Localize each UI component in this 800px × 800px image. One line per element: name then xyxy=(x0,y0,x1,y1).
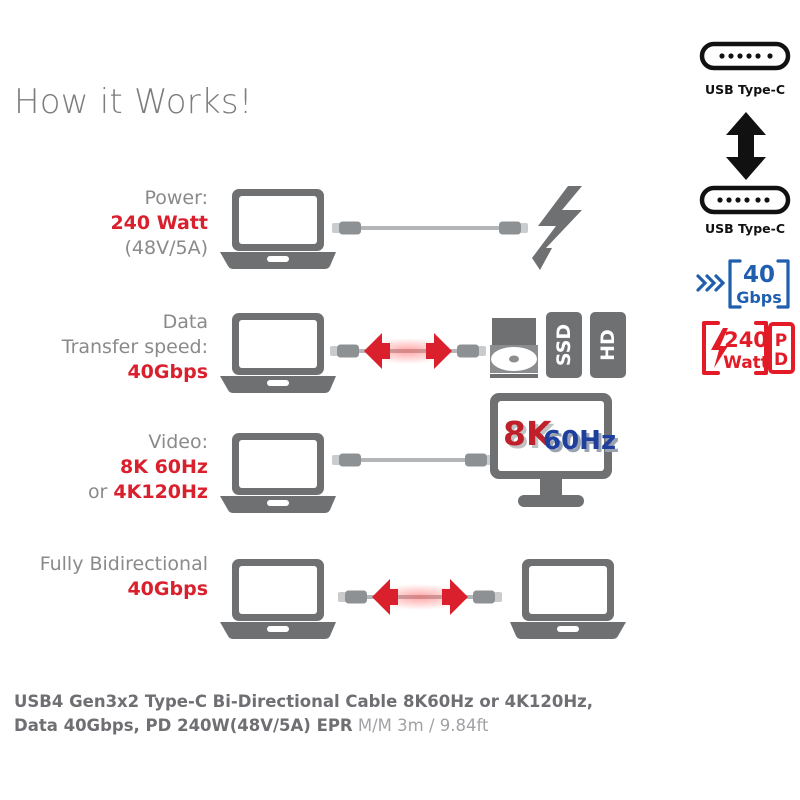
power-badge-standard-d: D xyxy=(774,350,788,370)
monitor-refresh-label: 60Hz xyxy=(543,426,616,456)
laptop-icon xyxy=(218,188,338,270)
lightning-bolt-icon xyxy=(711,328,728,368)
caption-line-1: USB4 Gen3x2 Type-C Bi-Directional Cable … xyxy=(14,690,593,714)
page-title: How it Works! xyxy=(14,82,253,122)
laptop-icon xyxy=(218,312,338,394)
ssd-drive-label: SSD xyxy=(553,324,575,366)
usb-c-cable xyxy=(330,448,496,472)
speed-chevrons-icon xyxy=(696,274,726,292)
arrow-left-icon xyxy=(364,333,390,369)
laptop-icon xyxy=(508,558,628,640)
monitor-resolution-label: 8K xyxy=(503,414,553,453)
row-label-video: Video: 8K 60Hz or 4K120Hz xyxy=(0,430,208,505)
row-label-bidirectional: Fully Bidirectional 40Gbps xyxy=(0,552,208,602)
usb-c-connector-right xyxy=(499,221,528,235)
video-or-prefix: or xyxy=(87,481,114,504)
bidirectional-value: 40Gbps xyxy=(127,578,208,601)
usb-c-connector-left xyxy=(332,453,361,467)
video-value-secondary: or 4K120Hz xyxy=(0,480,208,505)
speed-badge-unit: Gbps xyxy=(736,288,782,307)
caption-line-1-text: USB4 Gen3x2 Type-C Bi-Directional Cable … xyxy=(14,692,594,711)
power-badge: 240 Watt P D xyxy=(698,320,796,376)
usb-c-connector-right xyxy=(473,590,502,604)
data-label-1: Data xyxy=(162,311,208,333)
power-badge-standard-p: P xyxy=(775,331,787,351)
power-badge-value: 240 xyxy=(724,328,768,352)
speed-badge-bracket xyxy=(728,259,790,309)
arrow-right-icon xyxy=(426,333,452,369)
lightning-bolt-icon xyxy=(528,186,588,270)
caption-line-2: Data 40Gbps, PD 240W(48V/5A) EPR M/M 3m … xyxy=(14,714,593,738)
power-badge-unit: Watt xyxy=(723,353,769,373)
speed-badge: 40 Gbps xyxy=(696,258,796,310)
laptop-icon xyxy=(218,432,338,514)
hard-drive-icon: HD xyxy=(590,312,626,378)
usb-c-cable-bidirectional xyxy=(330,328,486,374)
usb-c-label-bottom: USB Type-C xyxy=(704,221,785,236)
caption-line-2-bold: Data 40Gbps, PD 240W(48V/5A) EPR xyxy=(14,716,353,736)
hard-drive-label: HD xyxy=(597,329,619,361)
video-value-primary: 8K 60Hz xyxy=(120,456,208,479)
row-label-power: Power: 240 Watt (48V/5A) xyxy=(0,186,208,261)
usb-c-label-top: USB Type-C xyxy=(704,82,785,97)
laptop-icon xyxy=(218,558,338,640)
ssd-drive-icon: SSD xyxy=(546,312,582,378)
power-label: Power: xyxy=(144,187,208,209)
video-alt-value: 4K120Hz xyxy=(113,481,208,504)
data-label-2: Transfer speed: xyxy=(61,336,208,359)
monitor-icon: 8K 8K 60Hz 60Hz xyxy=(490,393,619,510)
usb-c-connector-icon xyxy=(699,41,791,71)
row-label-data: Data Transfer speed: 40Gbps xyxy=(0,310,208,385)
optical-disc-drive-icon xyxy=(489,318,539,378)
arrow-right-icon xyxy=(442,579,468,615)
usb-c-connector-right xyxy=(457,344,486,358)
video-label: Video: xyxy=(148,431,208,453)
double-arrow-vertical-icon xyxy=(725,112,767,180)
data-value: 40Gbps xyxy=(127,361,208,384)
monitor-resolution-shadow: 8K xyxy=(506,417,556,456)
monitor-screen-content: 8K 8K 60Hz 60Hz xyxy=(503,414,619,459)
caption-line-2-light: M/M 3m / 9.84ft xyxy=(352,716,489,736)
usb-c-connector-left xyxy=(332,221,361,235)
power-detail: (48V/5A) xyxy=(124,237,209,260)
usb-c-cable-bidirectional xyxy=(338,574,502,620)
power-value: 240 Watt xyxy=(110,212,208,235)
power-badge-bracket xyxy=(702,321,768,375)
power-badge-standard-group: P D xyxy=(768,322,795,374)
arrow-left-icon xyxy=(372,579,398,615)
usb-c-connector-left xyxy=(330,344,359,358)
product-caption: USB4 Gen3x2 Type-C Bi-Directional Cable … xyxy=(14,690,593,738)
bidirectional-label: Fully Bidirectional xyxy=(39,553,208,575)
usb-c-cable xyxy=(330,216,530,240)
speed-badge-value: 40 xyxy=(743,262,775,288)
monitor-refresh-shadow: 60Hz xyxy=(546,429,619,459)
usb-c-connector-icon xyxy=(699,185,791,215)
usb-c-connector-left xyxy=(338,590,367,604)
